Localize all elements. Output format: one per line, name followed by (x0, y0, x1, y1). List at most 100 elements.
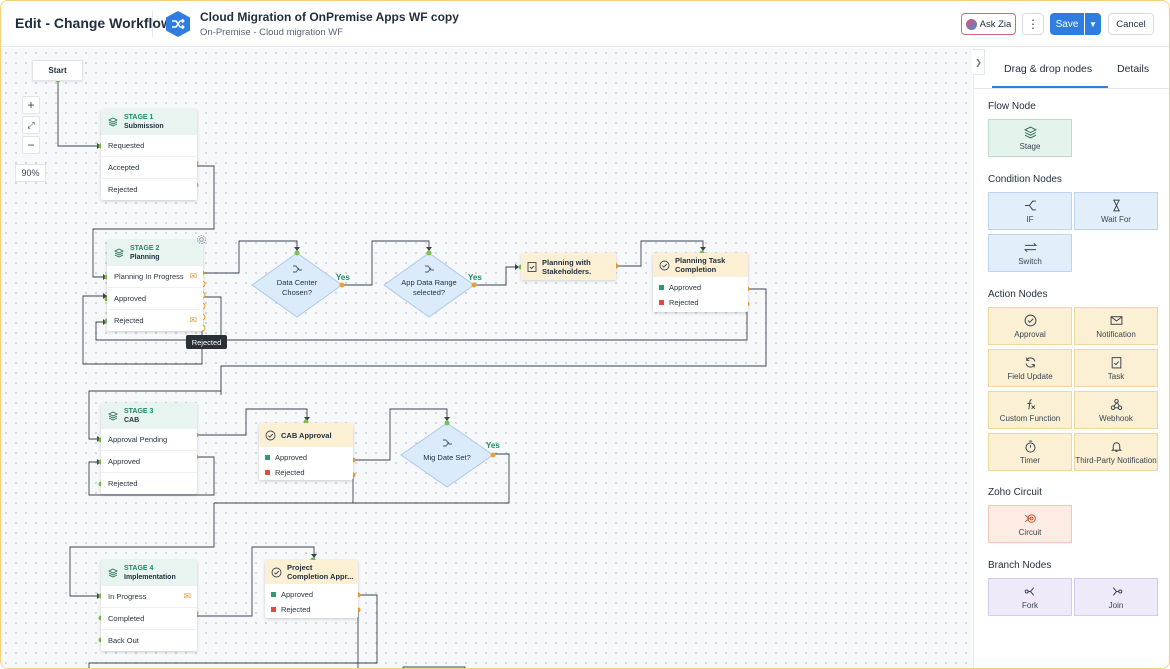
stage-status-row[interactable]: Planning In Progress✉ (107, 265, 203, 287)
stage-status-row[interactable]: Completed (101, 607, 197, 629)
tile-approval[interactable]: Approval (988, 307, 1072, 345)
check-circle-icon (271, 567, 282, 577)
stage-name: Planning (130, 253, 160, 261)
check-circle-icon (265, 430, 276, 440)
mail-icon: ✉ (183, 591, 191, 601)
tile-third-party-notification[interactable]: Third-Party Notification (1074, 433, 1158, 471)
workflow-name: Cloud Migration of OnPremise Apps WF cop… (200, 10, 459, 24)
outcome-rejected[interactable]: Rejected (265, 602, 358, 617)
mail-icon (1110, 315, 1122, 325)
tab-drag-drop-nodes[interactable]: Drag & drop nodes (1004, 63, 1093, 75)
tile-stage[interactable]: Stage (988, 119, 1072, 157)
tile-timer[interactable]: Timer (988, 433, 1072, 471)
yes-label: Yes (486, 441, 500, 450)
diamond-mig-date (400, 422, 494, 488)
gear-icon[interactable] (196, 234, 207, 245)
zia-icon (965, 18, 977, 30)
clipboard-icon (527, 262, 537, 272)
stage-name: Implementation (124, 573, 176, 581)
stage-number: STAGE 3 (124, 407, 154, 415)
tile-switch[interactable]: Switch (988, 234, 1072, 272)
stage-status-row[interactable]: Approval Pending (101, 428, 197, 450)
layers-icon (108, 411, 118, 420)
stage-status-row[interactable]: Back Out (101, 629, 197, 651)
stage-status-row[interactable]: Accepted (101, 156, 197, 178)
stage-status-row[interactable]: Rejected (101, 472, 197, 494)
outcome-approved[interactable]: Approved (265, 587, 358, 602)
ask-zia-label: Ask Zia (979, 18, 1012, 30)
more-options-button[interactable]: ⋮ (1022, 13, 1044, 35)
header-divider (152, 11, 153, 37)
save-dropdown-button[interactable]: ▼ (1085, 13, 1101, 35)
connector-lines (55, 77, 767, 668)
timer-icon (1024, 440, 1036, 453)
circuit-icon (1024, 513, 1036, 523)
tile-custom-function[interactable]: Custom Function (988, 391, 1072, 429)
collapse-panel-button[interactable]: ❯ (973, 49, 985, 75)
outcome-rejected[interactable]: Rejected (653, 295, 748, 310)
stage-number: STAGE 2 (130, 244, 160, 252)
stage-status-row[interactable]: Rejected (101, 178, 197, 200)
hourglass-icon (1112, 199, 1120, 211)
fit-to-screen-button[interactable]: ⤢ (22, 116, 40, 134)
check-circle-icon (1024, 314, 1036, 326)
stage-status-row[interactable]: Approved (101, 450, 197, 472)
workflow-icon (166, 11, 190, 37)
tile-field-update[interactable]: Field Update (988, 349, 1072, 387)
cancel-button[interactable]: Cancel (1108, 13, 1154, 35)
outcome-rejected[interactable]: Rejected (259, 465, 353, 480)
tile-circuit[interactable]: Circuit (988, 505, 1072, 543)
zoom-in-button[interactable]: + (22, 96, 40, 114)
refresh-icon (1025, 356, 1035, 368)
layers-icon (1023, 126, 1037, 138)
rejected-tooltip: Rejected (186, 335, 227, 349)
branch-if-icon (1024, 200, 1036, 210)
stage-status-row[interactable]: Rejected✉ (107, 309, 203, 331)
layers-icon (108, 117, 118, 126)
stage-status-row[interactable]: Approved (107, 287, 203, 309)
page-title: Edit - Change Workflow (15, 15, 172, 31)
section-branch-nodes: Branch Nodes (988, 560, 1052, 571)
stage-status-row[interactable]: In Progress✉ (101, 585, 197, 607)
tile-notification[interactable]: Notification (1074, 307, 1158, 345)
tile-wait-for[interactable]: Wait For (1074, 192, 1158, 230)
stage-number: STAGE 4 (124, 564, 154, 572)
outcome-approved[interactable]: Approved (259, 450, 353, 465)
bell-icon (1110, 441, 1122, 452)
tile-webhook[interactable]: Webhook (1074, 391, 1158, 429)
function-icon (1026, 398, 1035, 409)
stage-number: STAGE 1 (124, 113, 154, 121)
tile-join[interactable]: Join (1074, 578, 1158, 616)
tile-if[interactable]: IF (988, 192, 1072, 230)
save-button[interactable]: Save (1050, 13, 1084, 35)
ask-zia-button[interactable]: Ask Zia (961, 13, 1016, 35)
active-tab-indicator (992, 86, 1108, 88)
mail-icon: ✉ (189, 315, 197, 325)
tile-task[interactable]: Task (1074, 349, 1158, 387)
outcome-approved[interactable]: Approved (653, 280, 748, 295)
zoom-out-button[interactable]: − (22, 136, 40, 154)
tab-details[interactable]: Details (1117, 63, 1150, 75)
stage-status-row[interactable]: Requested (101, 134, 197, 156)
tile-fork[interactable]: Fork (988, 578, 1072, 616)
diamond-data-center (251, 252, 343, 318)
stage-name: CAB (124, 416, 140, 424)
approval-node-cab[interactable]: CAB Approval Approved Rejected (259, 423, 353, 480)
start-node[interactable]: Start (32, 60, 83, 81)
condition-mig-date[interactable]: Mig Date Set? (423, 453, 471, 462)
webhook-icon (1110, 398, 1122, 410)
